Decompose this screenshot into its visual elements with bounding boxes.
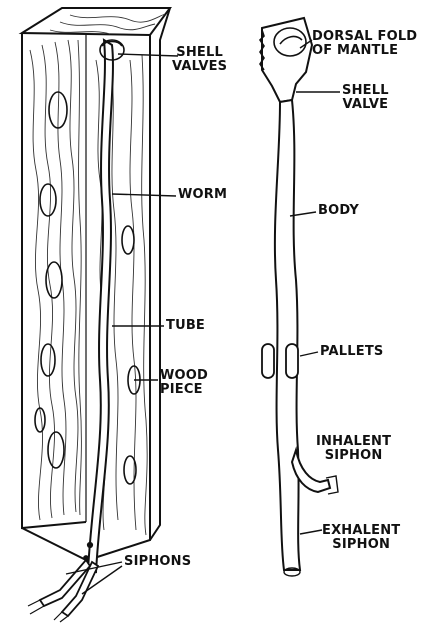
label-shell-valves-left: SHELL VALVES xyxy=(172,46,227,74)
label-inhalent-siphon: INHALENT SIPHON xyxy=(316,435,391,463)
label-tube: TUBE xyxy=(166,319,205,333)
label-siphons: SIPHONS xyxy=(124,555,191,569)
label-exhalent-siphon: EXHALENT SIPHON xyxy=(322,524,400,552)
siphons-shape xyxy=(28,543,98,622)
label-pallets: PALLETS xyxy=(320,345,383,359)
label-wood-piece: WOOD PIECE xyxy=(160,369,208,397)
label-shell-valve-right: SHELL VALVE xyxy=(342,84,389,112)
worm-body xyxy=(262,18,330,570)
label-body: BODY xyxy=(318,204,359,218)
label-worm: WORM xyxy=(178,188,227,202)
label-dorsal-fold: DORSAL FOLD OF MANTLE xyxy=(312,30,417,58)
worm-tube xyxy=(88,40,113,572)
